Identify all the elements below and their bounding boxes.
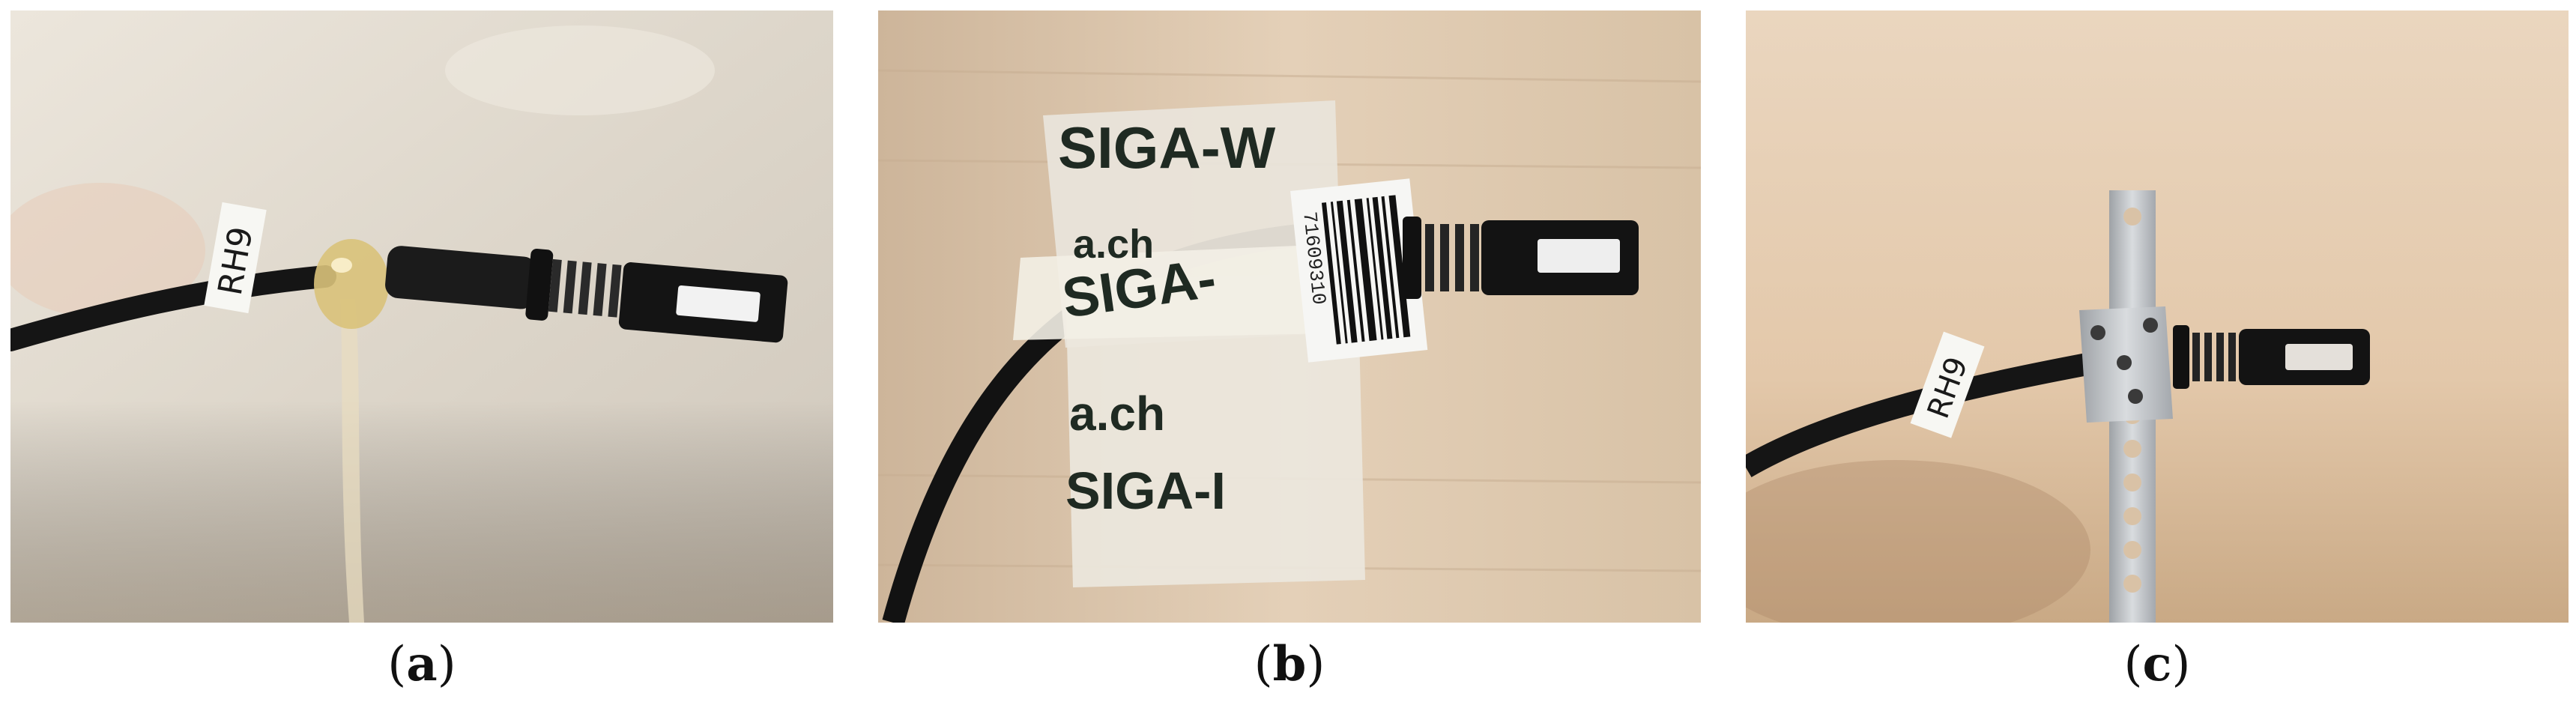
caption-a: (a)	[10, 641, 833, 689]
sensor-filter-window	[1538, 239, 1620, 273]
sensor-cable	[1746, 344, 2138, 477]
sensor-body	[385, 246, 788, 343]
caption-paren-open: (	[1254, 637, 1273, 692]
caption-c: (c)	[1746, 641, 2569, 689]
tape-print: SIGA-I	[1065, 462, 1226, 520]
cable-label-tag: RH9	[204, 202, 267, 314]
caption-paren-open: (	[2123, 637, 2143, 692]
wall-shadow	[10, 400, 833, 623]
glue-drip	[340, 299, 364, 623]
photo-c-sensor-strap: RH9	[1746, 10, 2569, 623]
caption-b: (b)	[878, 641, 1701, 689]
caption-paren-open: (	[387, 637, 407, 692]
caption-paren-close: )	[1306, 637, 1325, 692]
hot-glue-blob	[314, 239, 389, 329]
photo-panel-c: RH9	[1746, 10, 2569, 623]
sensor-body	[2173, 325, 2370, 389]
sensor-cable	[10, 265, 336, 351]
sensor-filter-window	[676, 285, 761, 322]
perforated-metal-strap	[2079, 190, 2173, 623]
sensor-body	[1403, 217, 1639, 299]
caption-paren-close: )	[2171, 637, 2191, 692]
photo-panel-a: RH9	[10, 10, 833, 623]
tape-print: SIGA-W	[1058, 115, 1276, 181]
tape-print: a.ch	[1069, 387, 1165, 441]
caption-paren-close: )	[437, 637, 456, 692]
sensor-filter-window	[2285, 344, 2353, 370]
wall-stain	[10, 183, 205, 318]
caption-letter: c	[2142, 636, 2172, 692]
caption-letter: b	[1272, 636, 1307, 692]
wall-shadow	[1746, 460, 2090, 623]
tape-print: a.ch	[1073, 222, 1154, 267]
glue-highlight	[331, 258, 352, 273]
photo-a-sensor-glue: RH9	[10, 10, 833, 623]
photo-b-sensor-tape: SIGA-W SIGA- a.ch a.ch SIGA-I 71609310	[878, 10, 1701, 623]
adhesive-tape	[1013, 100, 1365, 587]
caption-letter: a	[406, 636, 438, 692]
photo-panel-b: SIGA-W SIGA- a.ch a.ch SIGA-I 71609310	[878, 10, 1701, 623]
wall-stain	[445, 25, 715, 115]
barcode-sticker: 71609310	[1290, 178, 1428, 363]
